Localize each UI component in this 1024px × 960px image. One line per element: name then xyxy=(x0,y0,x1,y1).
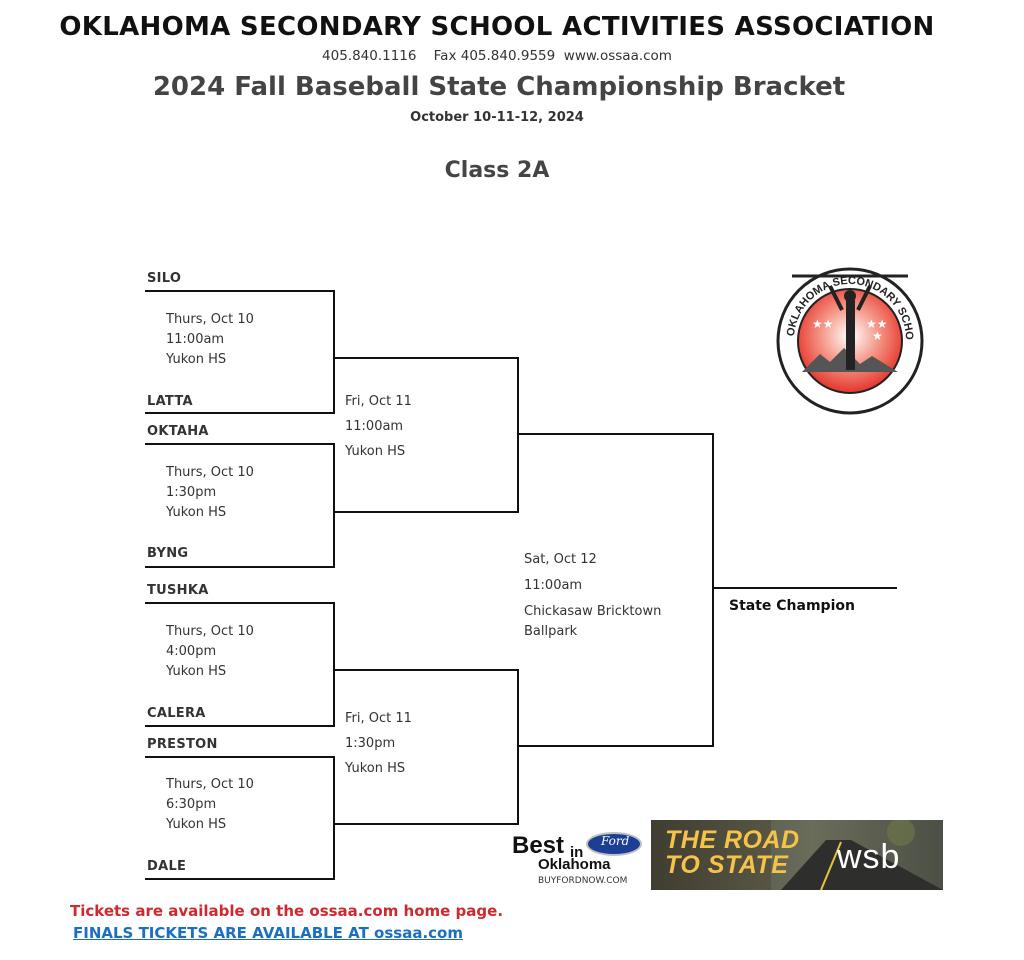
game-site: Ballpark xyxy=(524,622,661,642)
bracket-line xyxy=(333,756,335,880)
game-site: Yukon HS xyxy=(166,662,254,682)
game-time: 6:30pm xyxy=(166,795,254,815)
game-date: Thurs, Oct 10 xyxy=(166,775,254,795)
team-name: TUSHKA xyxy=(147,583,209,598)
ford-best-text: Best xyxy=(512,834,564,858)
bracket-line xyxy=(335,669,519,671)
game-info: Thurs, Oct 10 4:00pm Yukon HS xyxy=(166,622,254,682)
bracket-line xyxy=(333,290,335,414)
bracket-line xyxy=(333,443,335,568)
game-time: 4:00pm xyxy=(166,642,254,662)
bracket-line xyxy=(145,566,335,568)
game-time: 1:30pm xyxy=(345,731,412,756)
bracket-line xyxy=(519,433,714,435)
bracket-line xyxy=(335,357,519,359)
game-date: Sat, Oct 12 xyxy=(524,550,661,570)
ford-badge-text: Ford xyxy=(601,834,629,848)
wsb-logo-text: wsb xyxy=(837,838,900,877)
svg-text:★★: ★★ xyxy=(812,317,834,331)
bracket-line xyxy=(145,412,335,414)
contact-info: 405.840.1116 Fax 405.840.9559 www.ossaa.… xyxy=(0,48,994,64)
org-title: OKLAHOMA SECONDARY SCHOOL ACTIVITIES ASS… xyxy=(0,12,994,42)
team-name: BYNG xyxy=(147,546,188,561)
bracket-line xyxy=(145,443,335,445)
ford-sponsor-logo: Best in Ford Oklahoma BUYFORDNOW.COM xyxy=(510,826,640,890)
game-info: Thurs, Oct 10 11:00am Yukon HS xyxy=(166,310,254,370)
team-name: LATTA xyxy=(147,394,193,409)
game-site: Yukon HS xyxy=(166,350,254,370)
state-champion-label: State Champion xyxy=(729,598,855,614)
road-to-state-banner: THE ROAD TO STATE wsb xyxy=(651,820,943,890)
team-name: SILO xyxy=(147,271,181,286)
bracket-line xyxy=(333,602,335,727)
final-info: Sat, Oct 12 11:00am Chickasaw Bricktown … xyxy=(524,550,661,642)
game-time: 11:00am xyxy=(524,576,661,596)
semifinal-info: Fri, Oct 11 1:30pm Yukon HS xyxy=(345,706,412,781)
bracket-line xyxy=(519,745,714,747)
game-date: Thurs, Oct 10 xyxy=(166,622,254,642)
bracket-line xyxy=(517,357,519,513)
bracket-line xyxy=(145,878,335,880)
svg-text:★: ★ xyxy=(872,329,883,343)
bracket-line xyxy=(145,725,335,727)
team-name: DALE xyxy=(147,859,186,874)
tickets-notice: Tickets are available on the ossaa.com h… xyxy=(70,902,503,920)
game-date: Fri, Oct 11 xyxy=(345,389,412,414)
bracket-line xyxy=(712,433,714,747)
game-info: Thurs, Oct 10 6:30pm Yukon HS xyxy=(166,775,254,835)
bracket-line xyxy=(145,290,335,292)
champion-line xyxy=(714,587,897,589)
team-name: OKTAHA xyxy=(147,424,209,439)
road-to-state-text: THE ROAD TO STATE xyxy=(665,828,800,878)
game-info: Thurs, Oct 10 1:30pm Yukon HS xyxy=(166,463,254,523)
game-site: Yukon HS xyxy=(166,815,254,835)
bracket-title: 2024 Fall Baseball State Championship Br… xyxy=(0,72,998,102)
game-time: 1:30pm xyxy=(166,483,254,503)
finals-tickets-link[interactable]: FINALS TICKETS ARE AVAILABLE AT ossaa.co… xyxy=(73,924,463,942)
game-date: Thurs, Oct 10 xyxy=(166,310,254,330)
team-name: CALERA xyxy=(147,706,206,721)
bracket-line xyxy=(145,602,335,604)
ossaa-seal-icon: OKLAHOMA SECONDARY SCHOOL ACTIVITIES ★★ … xyxy=(772,262,928,416)
bracket-line xyxy=(335,823,519,825)
game-date: Thurs, Oct 10 xyxy=(166,463,254,483)
ford-url-text: BUYFORDNOW.COM xyxy=(538,876,627,886)
bracket-line xyxy=(335,511,519,513)
game-site: Yukon HS xyxy=(345,439,412,464)
team-name: PRESTON xyxy=(147,737,218,752)
game-site: Yukon HS xyxy=(345,756,412,781)
class-label: Class 2A xyxy=(0,158,994,183)
semifinal-info: Fri, Oct 11 11:00am Yukon HS xyxy=(345,389,412,464)
bracket-line xyxy=(145,756,335,758)
ford-oklahoma-text: Oklahoma xyxy=(538,856,611,873)
bracket-line xyxy=(517,669,519,825)
ossaa-logo: OKLAHOMA SECONDARY SCHOOL ACTIVITIES ★★ … xyxy=(772,262,928,416)
game-date: Fri, Oct 11 xyxy=(345,706,412,731)
game-site: Chickasaw Bricktown xyxy=(524,602,661,622)
game-site: Yukon HS xyxy=(166,503,254,523)
game-time: 11:00am xyxy=(345,414,412,439)
event-dates: October 10-11-12, 2024 xyxy=(0,110,994,125)
game-time: 11:00am xyxy=(166,330,254,350)
